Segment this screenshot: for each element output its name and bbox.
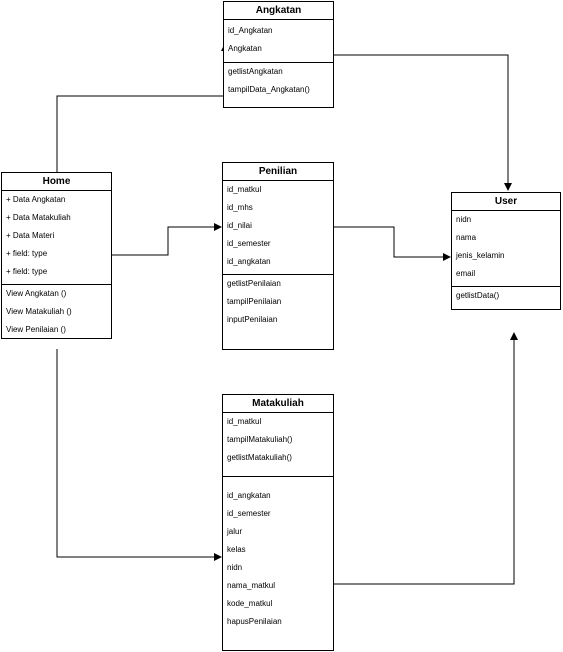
connector-home-matakuliah xyxy=(56,349,222,561)
method: jalur xyxy=(227,527,243,536)
class-title: Matakuliah xyxy=(223,395,333,413)
attribute: Angkatan xyxy=(228,44,262,53)
method: kelas xyxy=(227,545,246,554)
method: tampilPenilaian xyxy=(227,297,282,306)
attribute: nama xyxy=(456,233,477,242)
method: nidn xyxy=(227,563,243,572)
method: View Angkatan () xyxy=(6,289,67,298)
class-title: Home xyxy=(2,173,111,191)
section-divider xyxy=(224,62,333,63)
connector-home-penilian xyxy=(112,223,222,256)
connector-angkatan-user xyxy=(334,54,512,191)
connector-penilian-user xyxy=(334,226,451,261)
attribute: nidn xyxy=(456,215,472,224)
class-title: Angkatan xyxy=(224,2,333,20)
method: tampilData_Angkatan() xyxy=(228,85,310,94)
method: getlistData() xyxy=(456,291,500,300)
attribute: + field: type xyxy=(6,249,48,258)
connector-home-angkatan xyxy=(56,43,229,172)
method: View Matakuliah () xyxy=(6,307,72,316)
attribute: + Data Angkatan xyxy=(6,195,66,204)
class-title: User xyxy=(452,193,560,211)
attribute: id_matkul xyxy=(227,185,262,194)
method: inputPenilaian xyxy=(227,315,278,324)
class-title: Penilian xyxy=(223,163,333,181)
attribute: id_matkul xyxy=(227,417,262,426)
attribute: + Data Matakuliah xyxy=(6,213,71,222)
section-divider xyxy=(223,274,333,275)
attribute: tampilMatakuliah() xyxy=(227,435,293,444)
class-box-penilian: Penilian id_matkul id_mhs id_nilai id_se… xyxy=(222,162,334,350)
attribute: id_nilai xyxy=(227,221,252,230)
attribute: id_Angkatan xyxy=(228,26,273,35)
class-box-matakuliah: Matakuliah id_matkul tampilMatakuliah() … xyxy=(222,394,334,651)
class-box-home: Home + Data Angkatan + Data Matakuliah +… xyxy=(1,172,112,339)
attribute: getlistMatakuliah() xyxy=(227,453,292,462)
attribute: + field: type xyxy=(6,267,48,276)
section-divider xyxy=(223,476,333,477)
attribute: id_angkatan xyxy=(227,257,271,266)
method: nama_matkul xyxy=(227,581,276,590)
method: id_semester xyxy=(227,509,271,518)
attribute: email xyxy=(456,269,476,278)
method: id_angkatan xyxy=(227,491,271,500)
connector-matakuliah-user xyxy=(334,332,518,585)
method: kode_matkul xyxy=(227,599,273,608)
attribute: + Data Materi xyxy=(6,231,55,240)
section-divider xyxy=(2,284,111,285)
section-divider xyxy=(452,286,560,287)
method: getlistPenilaian xyxy=(227,279,281,288)
attribute: jenis_kelamin xyxy=(456,251,505,260)
attribute: id_mhs xyxy=(227,203,253,212)
class-box-user: User nidn nama jenis_kelamin email getli… xyxy=(451,192,561,310)
method: hapusPenilaian xyxy=(227,617,282,626)
class-box-angkatan: Angkatan id_Angkatan Angkatan getlistAng… xyxy=(223,1,334,108)
attribute: id_semester xyxy=(227,239,271,248)
method: getlistAngkatan xyxy=(228,67,283,76)
method: View Penilaian () xyxy=(6,325,66,334)
